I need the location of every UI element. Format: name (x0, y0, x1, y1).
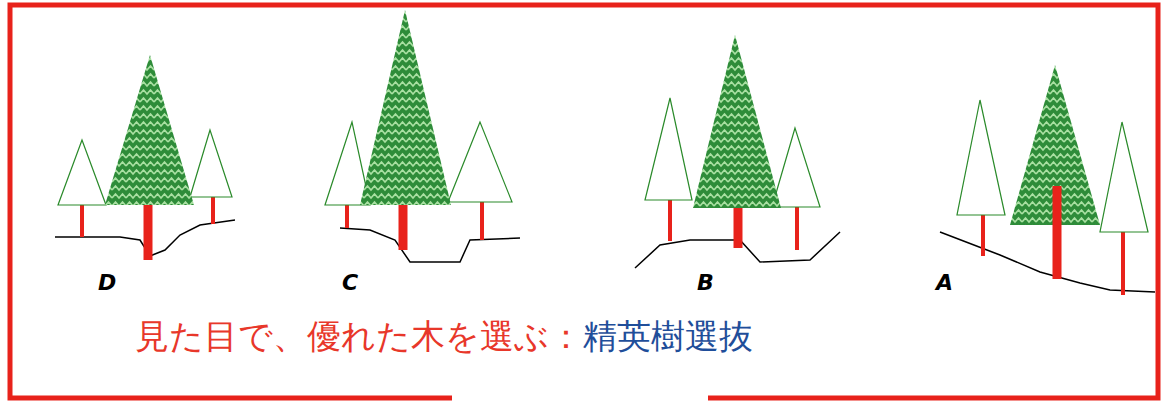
group-letter: A (936, 272, 953, 294)
elite-tree-trunk (1053, 186, 1062, 279)
tree-group (55, 55, 235, 260)
tree-trunk (795, 207, 799, 250)
tree-trunk (211, 197, 215, 224)
ordinary-tree (1100, 122, 1148, 232)
frame-border (10, 5, 1158, 398)
elite-tree (105, 55, 194, 205)
ground-line (340, 228, 520, 262)
elite-tree-trunk (399, 200, 408, 250)
elite-tree (693, 35, 781, 208)
group-letter: D (98, 272, 116, 294)
tree-group (325, 10, 520, 262)
tree-trunk (981, 215, 985, 256)
ordinary-tree (448, 122, 512, 202)
caption-text: 見た目で、優れた木を選ぶ： (135, 318, 583, 355)
elite-tree (360, 10, 451, 205)
tree-trunk (80, 205, 84, 237)
tree-trunk (480, 202, 484, 240)
tree-group (635, 35, 840, 268)
tree-trunk (1121, 232, 1125, 295)
ordinary-tree (645, 98, 692, 200)
ordinary-tree (58, 140, 106, 205)
tree-group (940, 65, 1155, 295)
group-letter: B (697, 272, 714, 294)
tree-trunk (668, 200, 672, 241)
ordinary-tree (190, 130, 232, 197)
caption-line: 見た目で、優れた木を選ぶ：精英樹選抜 (135, 318, 753, 355)
elite-tree-trunk (144, 200, 153, 260)
elite-tree-trunk (734, 203, 743, 248)
group-letter: C (342, 272, 358, 294)
caption-term: 精英樹選抜 (583, 318, 753, 355)
ordinary-tree (957, 100, 1005, 215)
ordinary-tree (772, 128, 820, 207)
tree-trunk (345, 205, 349, 228)
